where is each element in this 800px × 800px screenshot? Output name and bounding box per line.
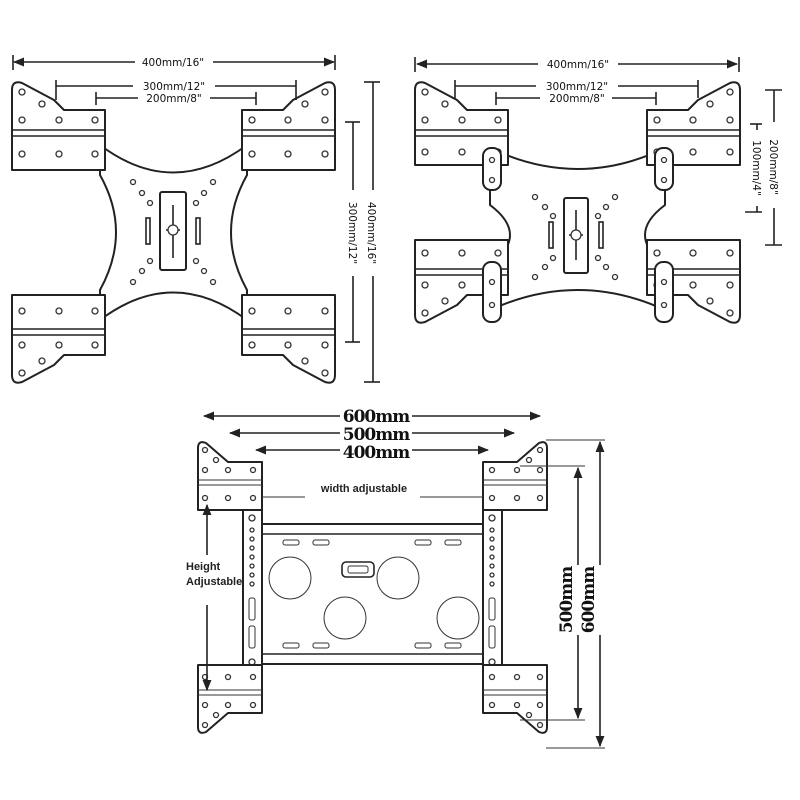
- height-adjustable-label-1: Height: [186, 561, 221, 573]
- mount-c-frame: [261, 523, 485, 665]
- mount-a: 400mm/16" 300mm/12" 200mm/8" 400mm/16" 3…: [11, 55, 380, 384]
- width-adjustable-label: width adjustable: [320, 483, 407, 495]
- mount-c-height-overall: 600mm: [579, 566, 599, 633]
- mount-c-width-inner: 400mm: [343, 443, 410, 463]
- mount-b: 400mm/16" 300mm/12" 200mm/8" 200mm/8" 10…: [414, 57, 782, 324]
- mount-b-height-overall: 200mm/8": [767, 139, 779, 195]
- mount-a-width-overall: 400mm/16": [142, 57, 204, 69]
- mount-c-width-overall: 600mm: [343, 407, 410, 427]
- mount-c: 600mm 500mm 400mm width adjustable Heigh…: [186, 404, 610, 749]
- mount-b-width-mid: 300mm/12": [546, 81, 608, 93]
- mount-a-height-overall: 400mm/16": [365, 202, 377, 264]
- mount-c-height-inner: 500mm: [557, 566, 577, 633]
- mount-a-height-inner: 300mm/12": [346, 202, 358, 264]
- mount-a-width-mid: 300mm/12": [143, 81, 205, 93]
- mount-c-width-mid: 500mm: [343, 425, 410, 445]
- mount-b-height-inner: 100mm/4": [750, 140, 762, 196]
- center-lock: [341, 561, 375, 578]
- mount-b-width-overall: 400mm/16": [547, 59, 609, 71]
- height-adjustable-label-2: Adjustable: [186, 576, 242, 588]
- mount-b-width-inner: 200mm/8": [549, 93, 605, 105]
- mount-a-width-inner: 200mm/8": [146, 93, 202, 105]
